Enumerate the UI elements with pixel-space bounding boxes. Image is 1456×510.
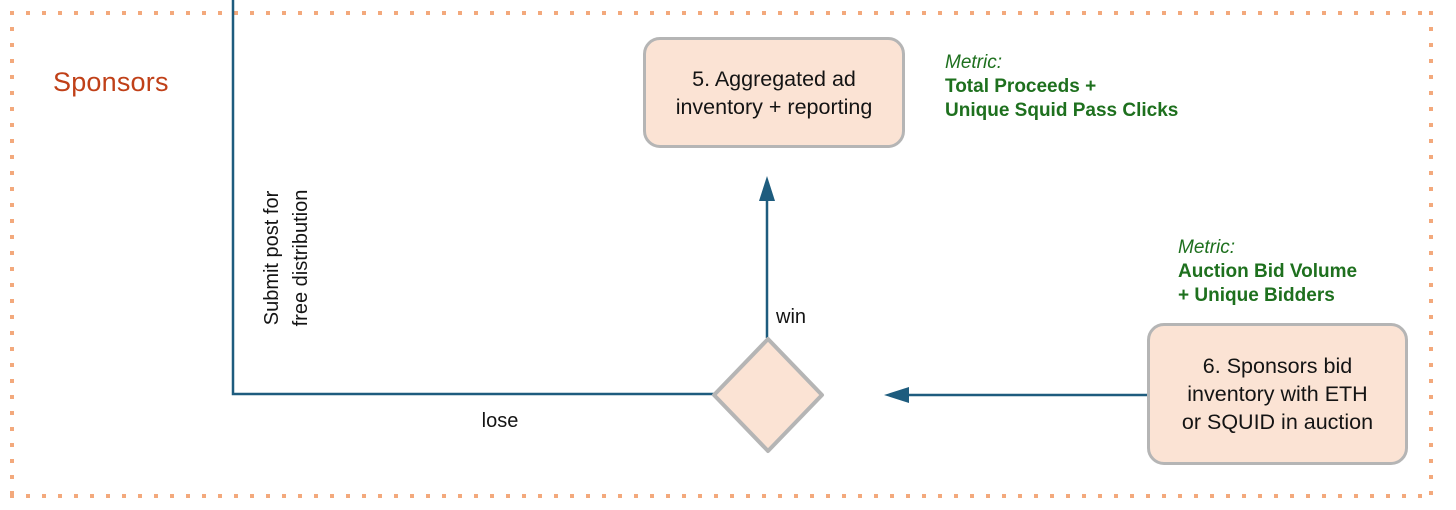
decision-diamond xyxy=(712,337,824,453)
node-text-line: 6. Sponsors bid xyxy=(1202,354,1353,378)
node-text-line: 5. Aggregated ad xyxy=(692,66,856,91)
metric-label: Metric: xyxy=(1178,237,1235,258)
node-aggregated-ad-inventory: 5. Aggregated ad inventory + reporting xyxy=(643,37,905,148)
node-text-line: or SQUID in auction xyxy=(1181,410,1374,434)
node-text-line: inventory + reporting xyxy=(675,94,873,119)
swimlane-title: Sponsors xyxy=(53,67,169,97)
node-sponsors-bid-auction: 6. Sponsors bid inventory with ETH or SQ… xyxy=(1147,323,1408,465)
connector-lose-path xyxy=(231,0,714,396)
metric-annotation-auction: Metric: Auction Bid Volume + Unique Bidd… xyxy=(1178,236,1357,308)
rotated-label-line: free distribution xyxy=(290,189,312,327)
metric-line: Total Proceeds + xyxy=(945,76,1097,97)
node-text-line: inventory with ETH xyxy=(1187,382,1368,406)
metric-line: Auction Bid Volume xyxy=(1178,261,1358,282)
rotated-label-line: Submit post for xyxy=(261,190,283,326)
edge-label-lose: lose xyxy=(481,410,519,432)
metric-line: Unique Squid Pass Clicks xyxy=(945,100,1179,121)
arrowhead-up-icon xyxy=(759,176,775,201)
edge-label-submit-post: Submit post for free distribution xyxy=(258,190,316,327)
edge-label-win: win xyxy=(776,306,807,328)
metric-line: + Unique Bidders xyxy=(1178,285,1335,306)
metric-annotation-proceeds: Metric: Total Proceeds + Unique Squid Pa… xyxy=(945,51,1178,123)
metric-label: Metric: xyxy=(945,52,1002,73)
arrowhead-left-icon xyxy=(884,387,909,403)
